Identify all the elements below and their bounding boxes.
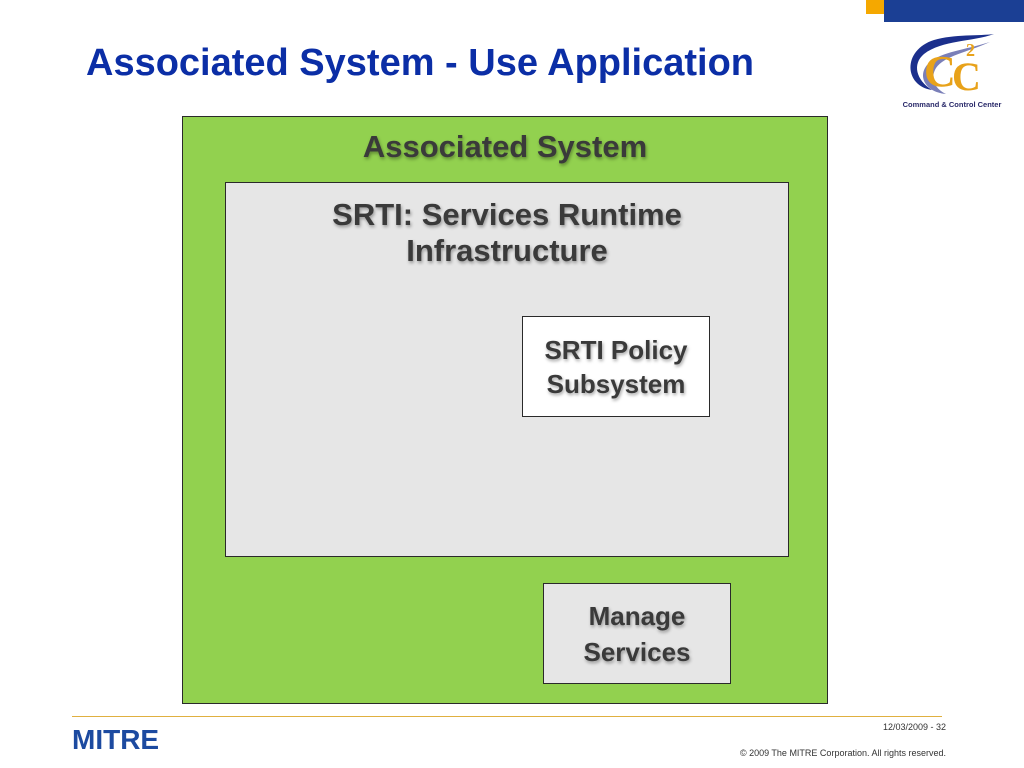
- policy-label-line1: SRTI Policy: [544, 334, 688, 365]
- manage-services-label: Manage Services: [584, 598, 691, 670]
- policy-label-line2: Subsystem: [546, 368, 686, 399]
- srti-policy-subsystem-label: SRTI Policy Subsystem: [544, 333, 687, 401]
- srti-label-line2: Infrastructure: [406, 233, 608, 268]
- svg-text:2: 2: [966, 40, 975, 60]
- svg-text:C: C: [924, 47, 956, 96]
- srti-policy-subsystem-box: SRTI Policy Subsystem: [522, 316, 710, 417]
- srti-label: SRTI: Services Runtime Infrastructure: [226, 197, 788, 269]
- mitre-logo: MITRE: [72, 724, 160, 755]
- c2c-logo: C C 2 Command & Control Center: [902, 28, 1002, 114]
- footer-divider: [72, 716, 942, 717]
- manage-services-box: Manage Services: [543, 583, 731, 684]
- manage-label-line2: Services: [583, 636, 691, 667]
- manage-label-line1: Manage: [588, 600, 686, 631]
- associated-system-label: Associated System: [362, 129, 648, 164]
- svg-text:C: C: [952, 54, 981, 99]
- copyright-text: © 2009 The MITRE Corporation. All rights…: [739, 748, 946, 758]
- corner-accent-blue: [884, 0, 1024, 22]
- page-info: 12/03/2009 - 32: [882, 722, 946, 732]
- slide-title: Associated System - Use Application: [86, 42, 755, 84]
- srti-label-line1: SRTI: Services Runtime: [332, 197, 682, 232]
- c2c-logo-icon: C C 2: [910, 34, 994, 99]
- corner-accent-orange: [866, 0, 884, 14]
- logo-brand-text: Command & Control Center: [902, 100, 1002, 109]
